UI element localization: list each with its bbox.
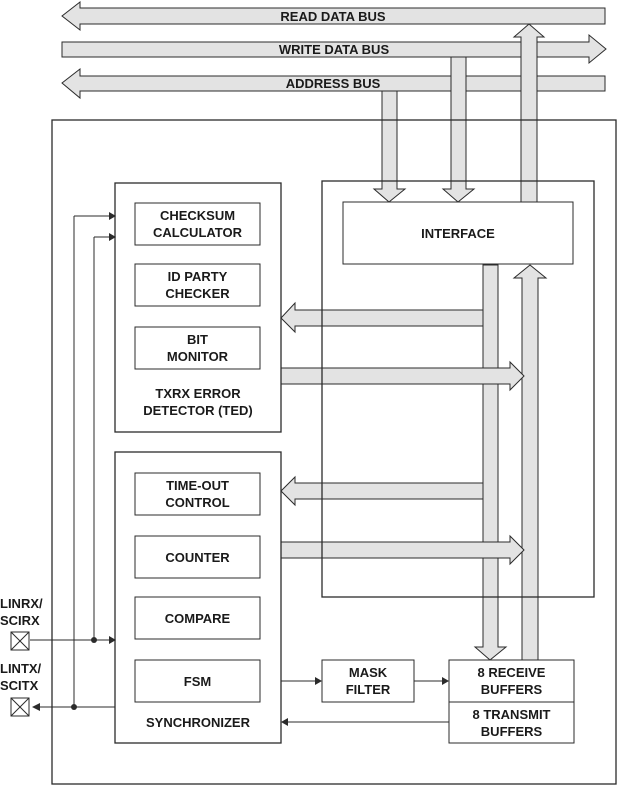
id-parity-checker-label: ID PARTY CHECKER xyxy=(165,269,230,301)
fsm-block xyxy=(134,659,261,703)
write-data-bus-arrow xyxy=(61,33,607,65)
ted-block xyxy=(114,182,282,433)
address-bus-arrow xyxy=(61,67,606,100)
compare-block xyxy=(134,596,261,640)
bit-monitor-block xyxy=(134,326,261,370)
checksum-calculator-label: CHECKSUM CALCULATOR xyxy=(152,208,243,240)
sync-arrowhead xyxy=(281,718,288,726)
junction-dot xyxy=(71,704,77,710)
fsm-label: FSM xyxy=(183,674,212,689)
lin-module-frame xyxy=(51,119,617,785)
address-bus-label: ADDRESS BUS xyxy=(285,76,381,91)
write-to-interface-arrow xyxy=(441,56,476,203)
receive-buffers-block xyxy=(448,659,575,703)
receive-arrowhead xyxy=(442,677,449,685)
write-data-bus-label: WRITE DATA BUS xyxy=(278,42,390,57)
timeout-control-label: TIME-OUT CONTROL xyxy=(165,478,230,510)
to-id-parity-arrow xyxy=(280,301,484,334)
checksum-calculator-block xyxy=(134,202,261,246)
read-data-bus-arrow xyxy=(61,0,606,32)
junction-dot xyxy=(91,637,97,643)
interface-region-frame xyxy=(321,180,595,598)
interface-label: INTERFACE xyxy=(421,226,495,241)
from-bit-monitor-arrow xyxy=(280,360,525,392)
to-timeout-arrow xyxy=(280,475,484,507)
synchronizer-block xyxy=(114,451,282,744)
read-data-bus-label: READ DATA BUS xyxy=(280,9,386,24)
receive-buffers-label: 8 RECEIVE BUFFERS xyxy=(477,665,546,697)
counter-block xyxy=(134,535,261,579)
interface-block xyxy=(342,201,574,265)
mask-arrowhead xyxy=(315,677,322,685)
id-arrowhead xyxy=(109,233,116,241)
compare-label: COMPARE xyxy=(164,611,231,626)
interface-to-receive-buffers-arrow xyxy=(473,264,508,661)
address-to-interface-arrow xyxy=(372,90,407,203)
timeout-control-block xyxy=(134,472,261,516)
rx-arrowhead xyxy=(109,636,116,644)
tx-pin-label: LINTX/ SCITX xyxy=(0,661,42,693)
mask-filter-block xyxy=(321,659,415,703)
synchronizer-title: SYNCHRONIZER xyxy=(145,715,250,730)
mask-filter-label: MASK FILTER xyxy=(345,665,391,697)
rx-pin-x2 xyxy=(10,631,30,651)
bit-monitor-label: BIT MONITOR xyxy=(166,332,229,364)
tx-arrowhead xyxy=(32,703,40,711)
tx-pin-x2 xyxy=(10,697,30,717)
id-parity-checker-block xyxy=(134,263,261,307)
interface-to-read-arrow xyxy=(512,23,546,203)
transmit-buffers-label: 8 TRANSMIT BUFFERS xyxy=(472,707,551,739)
from-counter-arrow xyxy=(280,534,525,566)
ted-title: TXRX ERROR DETECTOR (TED) xyxy=(143,386,253,418)
checksum-arrowhead xyxy=(109,212,116,220)
transmit-buffers-to-interface-arrow xyxy=(512,264,548,661)
rx-pin-label: LINRX/ SCIRX xyxy=(0,596,43,628)
transmit-buffers-block xyxy=(448,701,575,744)
counter-label: COUNTER xyxy=(165,550,230,565)
